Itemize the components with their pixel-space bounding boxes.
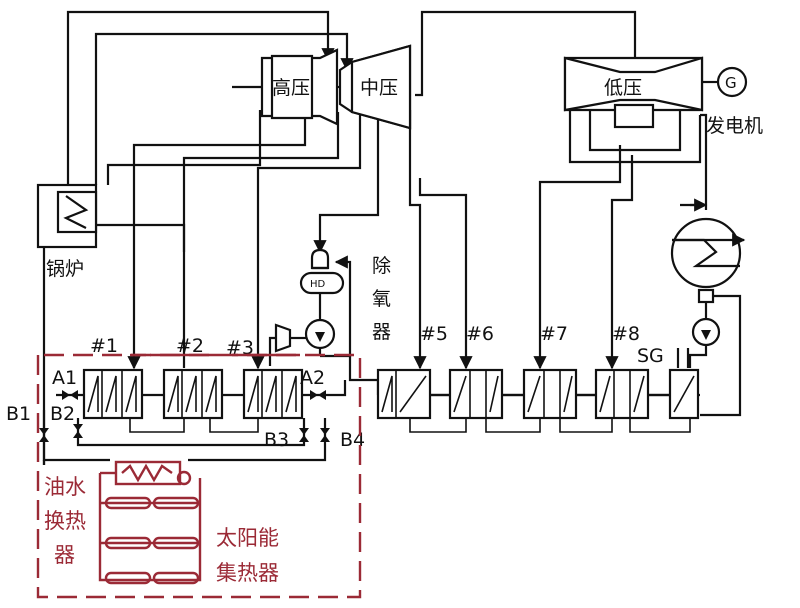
drain-lines — [56, 393, 691, 433]
valve-b3: B3 — [264, 428, 309, 451]
valve-a2-label: A2 — [300, 367, 325, 389]
hx-label-2: 换热 — [44, 509, 86, 533]
heater-2: #2 — [162, 335, 224, 420]
heater-7: #7 — [522, 323, 578, 420]
ip-turbine: 中压 — [338, 44, 412, 130]
valve-b2-label: B2 — [50, 403, 75, 425]
heater-7-label: #7 — [540, 323, 568, 345]
ip-turbine-label: 中压 — [360, 77, 398, 99]
heater-8-label: #8 — [612, 323, 640, 345]
heater-2-label: #2 — [176, 335, 204, 357]
pipe-a2 — [330, 380, 347, 397]
valve-b4-label: B4 — [340, 429, 365, 451]
heater-8: #8 — [594, 323, 650, 420]
valve-a1-label: A1 — [52, 367, 77, 389]
hp-turbine: 高压 — [260, 48, 339, 126]
valve-b1: B1 — [6, 403, 49, 442]
generator-label: 发电机 — [706, 115, 763, 137]
collector-label-2: 集热器 — [216, 561, 279, 585]
seal-gland-heater: SG — [637, 345, 700, 420]
steam-piping — [66, 10, 718, 370]
deaerator-label-3: 器 — [372, 321, 391, 343]
solar-loop: 油水 换热 器 太阳能 集热器 — [36, 353, 362, 599]
valve-a2: A2 — [300, 367, 326, 400]
heater-3-label: #3 — [226, 337, 254, 359]
valve-b4: B4 — [320, 428, 365, 451]
heater-5: #5 — [376, 323, 448, 420]
condenser — [670, 203, 746, 417]
generator: G 发电机 — [706, 66, 763, 137]
valve-b3-label: B3 — [264, 429, 289, 451]
collector-array — [100, 496, 200, 585]
heater-1-label: #1 — [90, 335, 118, 357]
sg-label: SG — [637, 345, 664, 367]
lp-turbine-label: 低压 — [604, 77, 642, 99]
heater-6: #6 — [448, 323, 504, 420]
hx-label-1: 油水 — [44, 475, 86, 499]
generator-symbol: G — [725, 74, 737, 92]
heater-5-label: #5 — [420, 323, 448, 345]
deaerator-tag: HD — [310, 279, 326, 290]
hp-turbine-label: 高压 — [272, 77, 310, 99]
boiler-label: 锅炉 — [46, 258, 84, 280]
valve-b1-label: B1 — [6, 403, 31, 425]
collector-label-1: 太阳能 — [216, 526, 279, 550]
heater-3: #3 — [226, 337, 304, 420]
boiler: 锅炉 — [36, 183, 186, 368]
oil-pump — [176, 470, 192, 486]
deaerator: HD 除 氧 器 — [268, 248, 391, 366]
valve-a1: A1 — [52, 367, 78, 400]
deaerator-label-1: 除 — [372, 255, 391, 277]
deaerator-label-2: 氧 — [372, 288, 391, 310]
lp-turbine: 低压 — [563, 56, 704, 129]
hx-label-3: 器 — [54, 543, 75, 567]
heater-6-label: #6 — [466, 323, 494, 345]
heater-1: #1 — [82, 335, 144, 420]
